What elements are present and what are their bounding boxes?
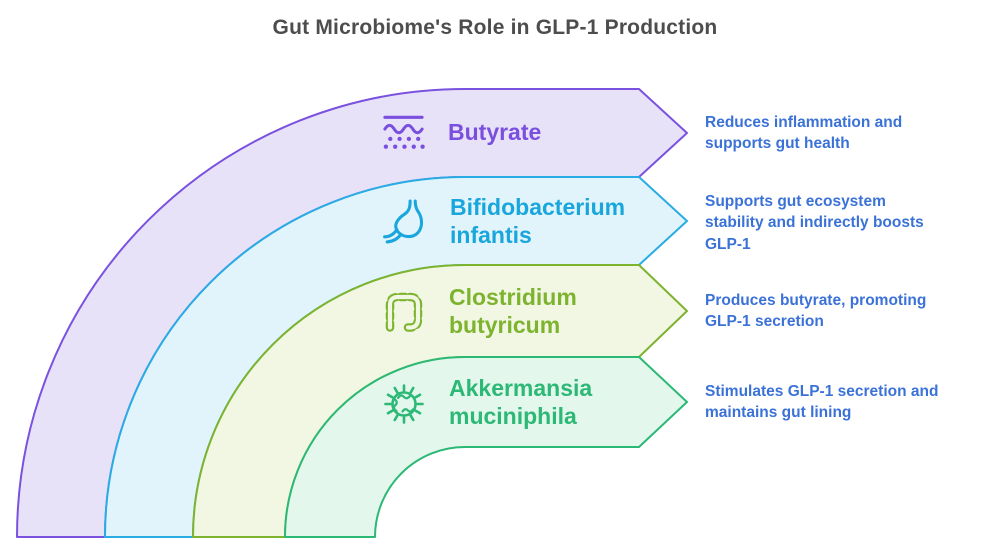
band-akkermansia-shape — [284, 356, 688, 538]
band-description-clostridium: Produces butyrate, promoting GLP-1 secre… — [705, 292, 927, 331]
microbe-icon — [384, 384, 424, 424]
band-row-bifidobacterium: Bifidobacterium infantis — [380, 177, 625, 265]
band-description-akkermansia: Stimulates GLP-1 secretion and maintains… — [705, 383, 939, 422]
band-description-butyrate: Reduces inflammation and supports gut he… — [705, 114, 903, 153]
band-akkermansia — [284, 356, 688, 538]
stomach-icon — [383, 199, 424, 243]
gut-lining-icon — [383, 115, 425, 149]
band-row-clostridium: Clostridium butyricum — [380, 265, 577, 357]
band-description-bifidobacterium: Supports gut ecosystem stability and ind… — [705, 193, 924, 253]
page-title: Gut Microbiome's Role in GLP-1 Productio… — [272, 16, 718, 39]
band-label-bifidobacterium: Bifidobacterium infantis — [450, 193, 626, 248]
band-label-butyrate: Butyrate — [448, 119, 542, 146]
band-row-akkermansia: Akkermansia muciniphila — [380, 357, 592, 447]
band-row-butyrate: Butyrate — [380, 88, 541, 177]
intestine-icon — [385, 292, 423, 332]
band-label-clostridium: Clostridium butyricum — [449, 283, 577, 338]
band-label-akkermansia: Akkermansia muciniphila — [449, 374, 593, 429]
